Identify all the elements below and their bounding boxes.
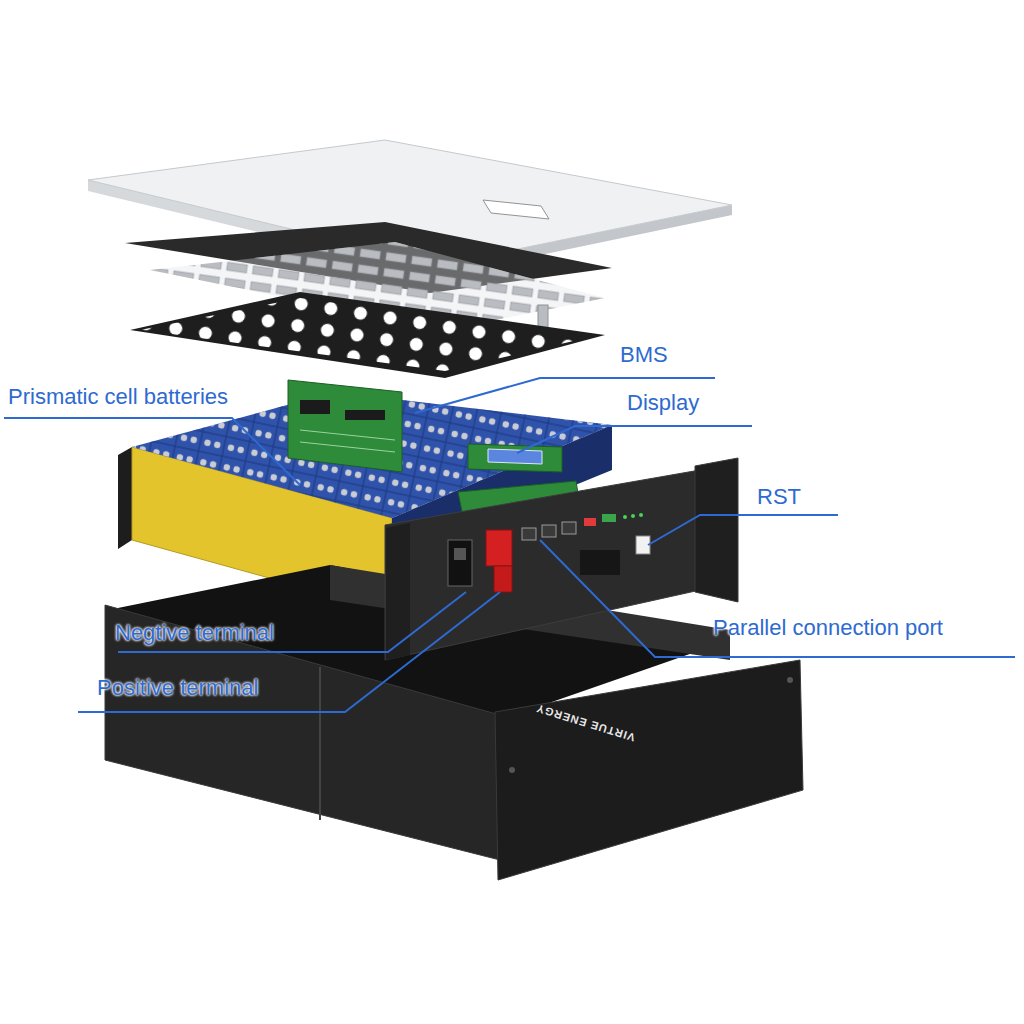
part-label: RST [757, 484, 801, 510]
leader-line [78, 592, 500, 712]
display-board [468, 444, 562, 472]
leader-line [517, 426, 752, 453]
led [631, 514, 635, 518]
leader-line [540, 540, 1015, 657]
part-label: Prismatic cell batteries [8, 384, 228, 410]
front-panel [385, 470, 700, 660]
trace [300, 430, 395, 440]
leader-line [4, 418, 300, 485]
positive-connector [486, 530, 512, 566]
breaker [580, 550, 620, 575]
connector-pin [454, 548, 466, 560]
perforated-sheet [130, 292, 605, 378]
negative-connector [448, 540, 472, 586]
positive-connector [494, 566, 512, 592]
terminal-block [602, 514, 616, 522]
rack-ear [695, 458, 738, 602]
bms-board [288, 380, 402, 472]
port [562, 522, 576, 534]
leader-line [648, 515, 838, 545]
part-label: Parallel connection port [713, 615, 943, 641]
reset-switch [636, 536, 650, 554]
sheet-holes [140, 298, 595, 371]
trace [300, 442, 395, 452]
front-bezel [495, 660, 803, 880]
led [639, 513, 643, 517]
dip-switch [584, 518, 596, 526]
screw-hole [787, 677, 793, 683]
chip [345, 410, 385, 420]
lid-window [483, 200, 549, 219]
part-label: Negtive terminal [115, 620, 274, 646]
part-label: BMS [620, 342, 668, 368]
end-plate [118, 447, 132, 549]
wall-seam [319, 667, 321, 820]
port [542, 525, 556, 537]
port [522, 528, 536, 540]
chip [300, 400, 330, 414]
screw-hole [509, 767, 515, 773]
lcd-screen [488, 449, 542, 464]
part-label: Display [627, 390, 699, 416]
part-label: Positive terminal [97, 675, 258, 701]
led [623, 515, 627, 519]
rack-ear [386, 523, 410, 660]
